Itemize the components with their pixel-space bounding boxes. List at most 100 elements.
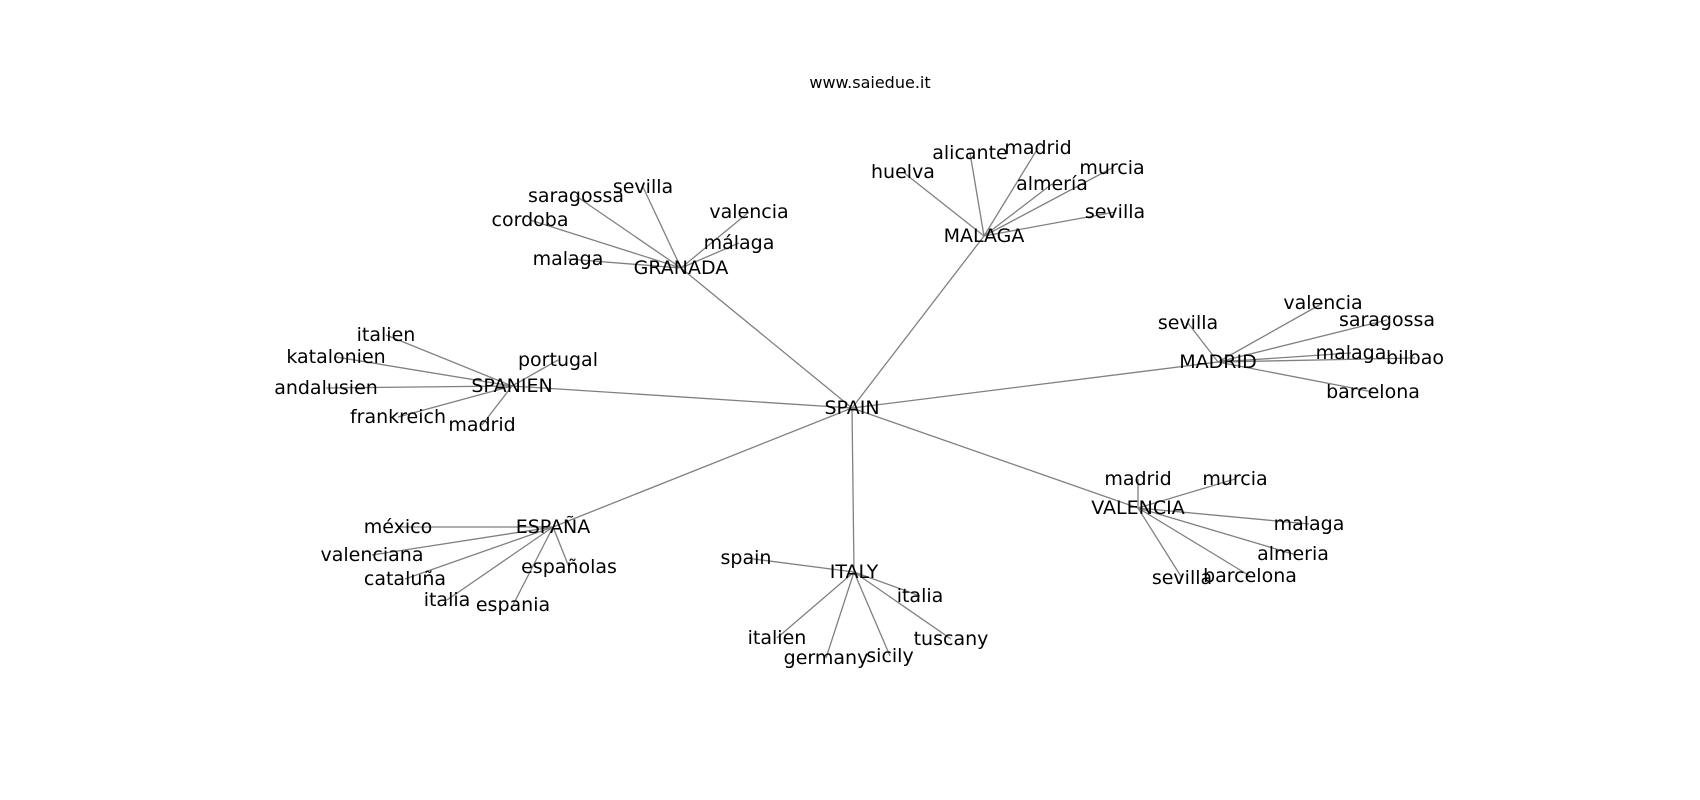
- node-leaf-label: malaga: [533, 248, 604, 270]
- graph-edges: [325, 147, 1416, 659]
- edge-center-2: [851, 361, 1219, 409]
- node-leaf-label: cordoba: [492, 209, 569, 231]
- node-leaf-label: sevilla: [613, 176, 673, 198]
- edge-center-3: [511, 385, 853, 409]
- node-leaf-label: murcia: [1079, 157, 1144, 179]
- node-leaf-label: sevilla: [1158, 312, 1218, 334]
- node-leaf-label: bilbao: [1386, 347, 1444, 369]
- node-leaf-label: spain: [721, 547, 772, 569]
- node-leaf-label: italia: [424, 589, 471, 611]
- node-hub-label: GRANADA: [634, 257, 729, 279]
- node-leaf-label: madrid: [1004, 137, 1071, 159]
- edge-hub-2-leaf-1: [1217, 302, 1324, 363]
- edge-hub-6-leaf-2: [1137, 507, 1310, 525]
- node-hub-label: ESPAÑA: [516, 515, 591, 538]
- edge-hub-6-leaf-5: [1137, 507, 1251, 577]
- edge-hub-5-leaf-1: [853, 571, 921, 597]
- edge-hub-3-leaf-5: [481, 385, 513, 426]
- edge-hub-2-leaf-4: [1217, 357, 1416, 363]
- node-leaf-label: madrid: [1104, 468, 1171, 490]
- node-leaf-label: tuscany: [914, 628, 989, 650]
- node-leaf-label: malaga: [1274, 513, 1345, 535]
- node-leaf-label: huelva: [871, 161, 935, 183]
- edge-hub-4-leaf-3: [552, 526, 570, 568]
- edge-hub-1-leaf-1: [642, 186, 682, 269]
- node-leaf-label: barcelona: [1326, 381, 1420, 403]
- edge-hub-6-leaf-1: [1137, 478, 1236, 509]
- node-leaf-label: málaga: [704, 232, 775, 254]
- node-leaf-label: italien: [748, 627, 807, 649]
- edge-hub-0-leaf-0: [902, 171, 985, 237]
- edge-hub-3-leaf-1: [335, 356, 513, 387]
- edge-hub-3-leaf-2: [511, 359, 559, 387]
- edge-center-0: [851, 235, 985, 409]
- node-leaf-label: espania: [476, 594, 550, 616]
- node-hub-label: VALENCIA: [1091, 497, 1184, 519]
- graph-labels: SPAINMALAGAhuelvaalicantemadridalmeríamu…: [274, 137, 1444, 669]
- edge-hub-5-leaf-5: [853, 571, 952, 640]
- edge-hub-4-leaf-5: [512, 526, 554, 606]
- edge-hub-0-leaf-3: [983, 183, 1053, 237]
- node-leaf-label: italien: [357, 324, 416, 346]
- edge-hub-2-leaf-2: [1217, 319, 1388, 363]
- node-hub-label: MADRID: [1179, 351, 1256, 373]
- node-leaf-label: madrid: [448, 414, 515, 436]
- node-leaf-label: alicante: [932, 142, 1007, 164]
- node-leaf-label: malaga: [1316, 342, 1387, 364]
- edge-hub-2-leaf-3: [1217, 352, 1352, 363]
- edge-hub-3-leaf-4: [397, 385, 513, 418]
- edge-hub-5-leaf-3: [825, 571, 855, 659]
- edge-hub-0-leaf-1: [969, 152, 985, 237]
- edge-hub-1-leaf-3: [529, 219, 682, 269]
- node-hub-label: SPANIEN: [471, 375, 552, 397]
- node-leaf-label: saragossa: [528, 185, 624, 207]
- node-leaf-label: saragossa: [1339, 309, 1435, 331]
- node-leaf-label: portugal: [518, 349, 598, 371]
- edge-hub-2-leaf-5: [1217, 361, 1374, 393]
- node-leaf-label: valencia: [1283, 292, 1362, 314]
- edge-hub-4-leaf-2: [404, 526, 554, 580]
- edge-hub-4-leaf-4: [446, 526, 554, 601]
- edge-hub-2-leaf-0: [1187, 322, 1219, 363]
- watermark-text: www.saiedue.it: [809, 73, 930, 92]
- edge-hub-1-leaf-4: [680, 242, 740, 269]
- node-leaf-label: almería: [1016, 173, 1088, 195]
- edge-hub-0-leaf-2: [983, 147, 1039, 237]
- node-leaf-label: cataluña: [364, 568, 446, 590]
- edge-hub-3-leaf-0: [385, 334, 513, 387]
- node-leaf-label: murcia: [1202, 468, 1267, 490]
- node-leaf-label: sevilla: [1085, 201, 1145, 223]
- node-center-label: SPAIN: [824, 397, 879, 419]
- node-leaf-label: andalusien: [274, 377, 378, 399]
- node-hub-label: ITALY: [830, 561, 879, 583]
- node-leaf-label: germany: [784, 647, 869, 669]
- edge-hub-3-leaf-3: [325, 385, 513, 389]
- edge-hub-5-leaf-2: [776, 571, 855, 639]
- node-leaf-label: frankreich: [350, 406, 446, 428]
- edge-hub-1-leaf-0: [575, 195, 682, 269]
- node-leaf-label: sevilla: [1152, 567, 1212, 589]
- node-leaf-label: barcelona: [1203, 565, 1297, 587]
- node-hub-label: MALAGA: [944, 225, 1025, 247]
- node-leaf-label: italia: [897, 585, 944, 607]
- edge-hub-0-leaf-5: [983, 211, 1116, 237]
- node-leaf-label: sicily: [866, 645, 913, 667]
- edge-hub-6-leaf-4: [1137, 507, 1183, 579]
- node-leaf-label: méxico: [364, 516, 432, 538]
- node-leaf-label: españolas: [521, 556, 617, 578]
- edge-hub-0-leaf-4: [983, 167, 1113, 237]
- edge-hub-1-leaf-5: [567, 258, 682, 269]
- edge-center-1: [680, 267, 853, 409]
- edge-hub-5-leaf-0: [745, 557, 855, 573]
- node-leaf-label: valencia: [709, 201, 788, 223]
- node-leaf-label: valenciana: [321, 544, 424, 566]
- node-leaf-label: almeria: [1257, 543, 1329, 565]
- edge-center-5: [851, 407, 855, 573]
- edge-hub-5-leaf-4: [853, 571, 891, 657]
- edge-center-6: [851, 407, 1139, 509]
- edge-hub-1-leaf-2: [680, 211, 750, 269]
- node-leaf-label: katalonien: [286, 346, 385, 368]
- edge-hub-6-leaf-3: [1137, 507, 1294, 555]
- edge-hub-4-leaf-1: [371, 526, 554, 556]
